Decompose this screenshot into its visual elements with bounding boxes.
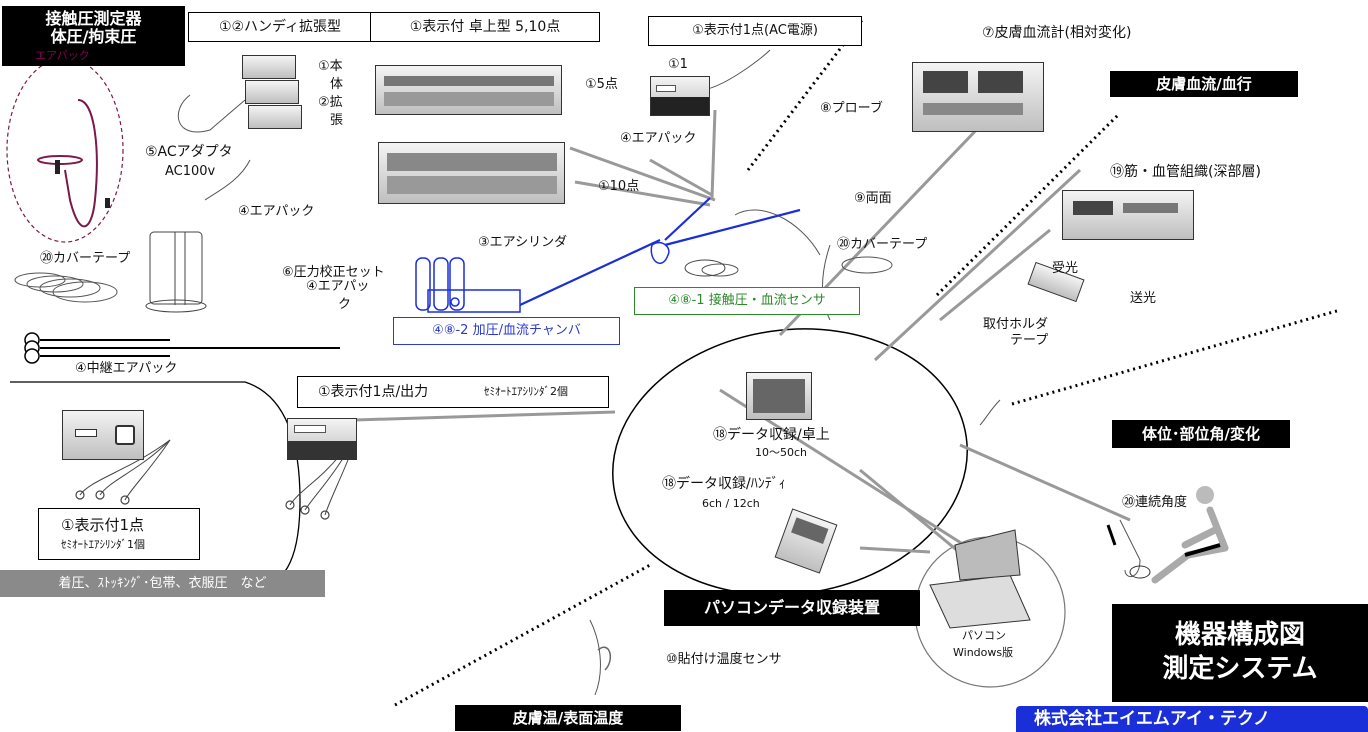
label-1pt: ①1 [668,57,688,72]
system-title-line1: 機器構成図 [1174,620,1305,650]
handy-device-2 [245,80,299,104]
company-box: 株式会社エイエムアイ・テクノ [1016,706,1368,732]
system-title-line2: 測定システム [1162,654,1318,684]
label-airpack-b: ④エアパック [238,204,315,219]
laptop-sketch [929,529,1031,629]
calibration-cylinders [415,257,521,313]
label-muscle: ⑲筋・血管組織(深部層) [1110,164,1261,180]
label-main-body-1: ①本 [318,59,343,74]
system-title-box: 機器構成図 測定システム [1112,604,1368,702]
display1pt-sub: ｾﾐｵｰﾄｴｱｼﾘﾝﾀﾞ1個 [61,538,145,551]
sensor-head [650,241,670,265]
label-ext-2: 張 [330,113,344,128]
main-title-overlay: エアパック [35,49,90,62]
label-10pt: ①10点 [598,179,640,194]
label-data-handy-ch: 6ch / 12ch [702,497,760,510]
handy-label-box: ①②ハンディ拡張型 [188,12,372,42]
label-temp-sensor: ⑩貼付け温度センサ [666,652,782,667]
skin-blood-flow-meter [912,62,1044,132]
label-cover-tape-b: ⑳カバーテープ [837,237,928,252]
calibration-jar [145,231,207,313]
label-ext-1: ②拡 [318,95,343,110]
pc-data-box: パソコンデータ収録装置 [664,590,920,626]
label-airpack-c2: ク [338,297,352,312]
sensor-label-box: ④⑧-1 接触圧・血流センサ [634,287,860,315]
output-device [287,418,357,460]
label-airpack-c1: ④エアパッ [306,279,370,294]
label-transmit: 送光 [1130,291,1157,306]
desktop-5pt-device [375,65,562,115]
muscle-device [1062,190,1194,240]
label-relay-airpack: ④中継エアパック [75,361,178,376]
ac-display-label-box: ①表示付1点(AC電源) [648,16,862,46]
main-title-line2: 体圧/拘束圧 [50,27,137,46]
skin-temp-box: 皮膚温/表面温度 [455,705,681,731]
grey-band: 着圧、ｽﾄｯｷﾝｸﾞ･包帯、衣服圧 など [0,570,325,597]
label-airpack-a: ④エアパック [620,131,697,146]
label-data-handy: ⑱データ収録/ﾊﾝﾃﾞｨ [662,476,786,492]
desktop-10pt-device [378,142,565,204]
main-title-box: 接触圧測定器 体圧/拘束圧 [2,6,185,66]
display1pt-main: ①表示付1点 [61,516,144,534]
data-desk-device [746,372,812,420]
handy-device-1 [242,55,296,79]
label-calib-set: ⑥圧力校正セット [282,265,385,280]
label-main-body-2: 体 [330,77,344,92]
ac-display-device [650,76,710,116]
label-both-sides: ⑨両面 [854,191,892,206]
label-continuous-angle: ⑳連続角度 [1122,495,1188,510]
label-pc-1: パソコン [962,629,1006,642]
label-ac-adapter: ⑤ACアダプタ [145,144,233,160]
chamber-label-box: ④⑧-2 加圧/血流チャンバ [393,317,620,345]
airpack-dashed-circle [6,57,124,243]
desktop-label-box: ①表示付 卓上型 5,10点 [370,12,600,42]
output-label-sub: ｾﾐｵｰﾄｴｱｼﾘﾝﾀﾞ2個 [484,385,568,398]
output-label-box: ①表示付1点/出力 ｾﾐｵｰﾄｴｱｼﾘﾝﾀﾞ2個 [297,376,609,408]
label-skin-flow-meter: ⑦皮膚血流計(相対変化) [982,25,1132,41]
label-cylinder: ③エアシリンダ [478,235,568,250]
label-data-desk: ⑱データ収録/卓上 [713,427,830,443]
label-data-desk-ch: 10～50ch [755,446,808,459]
label-cover-tape-a: ⑳カバーテープ [40,251,131,266]
label-holder-2: テープ [1010,333,1049,348]
handy-device-3 [248,105,302,129]
display1pt-device [62,410,144,460]
display1pt-label-box: ①表示付1点 ｾﾐｵｰﾄｴｱｼﾘﾝﾀﾞ1個 [38,508,200,560]
skin-blood-box: 皮膚血流/血行 [1110,71,1298,97]
label-holder-1: 取付ホルダ [983,317,1049,332]
posture-box: 体位･部位角/変化 [1112,420,1290,448]
output-label-main: ①表示付1点/出力 [318,384,429,400]
airpack-tube [64,99,98,228]
label-probe: ⑧プローブ [820,101,883,116]
label-5pt: ①5点 [585,77,618,92]
label-ac100: AC100v [165,164,216,179]
label-receive: 受光 [1052,261,1079,276]
main-title-line1: 接触圧測定器 [45,9,142,28]
data-collection-ellipse [612,328,968,596]
label-pc-2: Windows版 [953,646,1014,659]
